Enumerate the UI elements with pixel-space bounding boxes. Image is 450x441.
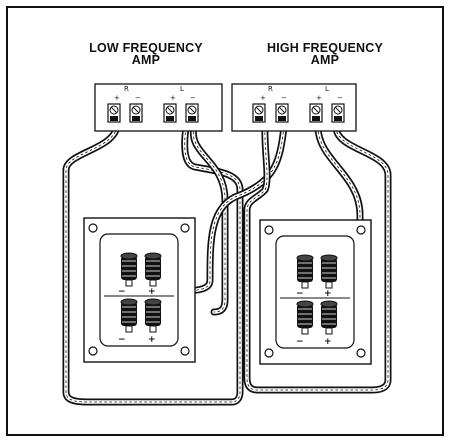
amp-terminal-posts	[107, 103, 345, 123]
low-frequency-amp-title: LOW FREQUENCY AMP	[66, 41, 226, 67]
low-amp-terminal-polarity: +	[114, 94, 120, 102]
screw-icon	[180, 346, 190, 356]
right-lower-minus-label: −	[296, 337, 304, 347]
binding-post-icon	[296, 254, 314, 289]
high-left-cable	[243, 123, 392, 394]
left-lower-plus-label: +	[148, 335, 156, 345]
amp-terminal-screw-icon	[129, 103, 143, 123]
screw-icon	[88, 223, 98, 233]
screw-icon	[180, 223, 190, 233]
low-amp-channel-l-label: L	[180, 85, 184, 93]
low-amp-title-line1: LOW FREQUENCY	[89, 41, 203, 55]
amp-terminal-screw-icon	[309, 103, 323, 123]
screw-icon	[264, 225, 274, 235]
high-amp-terminal-polarity: +	[260, 94, 266, 102]
low-amp-terminal-polarity: −	[135, 94, 141, 102]
binding-post-icon	[120, 298, 138, 333]
amp-terminal-screw-icon	[252, 103, 266, 123]
high-amp-title-line1: HIGH FREQUENCY	[266, 41, 383, 55]
right-upper-minus-label: −	[296, 289, 304, 299]
amp-terminal-screw-icon	[331, 103, 345, 123]
high-amp-channel-l-label: L	[325, 85, 329, 93]
screw-icon	[356, 225, 366, 235]
screw-icon	[88, 346, 98, 356]
high-amp-terminal-polarity: −	[281, 94, 287, 102]
screw-icon	[264, 348, 274, 358]
low-amp-channel-r-label: R	[124, 85, 129, 93]
binding-posts	[120, 252, 338, 335]
left-upper-minus-label: −	[118, 287, 126, 297]
binding-post-icon	[144, 252, 162, 287]
amp-terminal-screw-icon	[275, 103, 289, 123]
left-speaker-terminal-plate: − + − +	[83, 217, 196, 363]
right-lower-plus-label: +	[324, 337, 332, 347]
high-right-cable	[146, 123, 288, 296]
amp-terminal-screw-icon	[107, 103, 121, 123]
left-lower-minus-label: −	[118, 335, 126, 345]
binding-post-icon	[120, 252, 138, 287]
amp-terminal-screw-icon	[163, 103, 177, 123]
low-amp-terminal-polarity: −	[190, 94, 196, 102]
binding-post-icon	[320, 300, 338, 335]
binding-post-icon	[144, 298, 162, 333]
high-amp-channel-r-label: R	[268, 85, 273, 93]
low-amp-terminal-polarity: +	[170, 94, 176, 102]
low-amp-title-line2: AMP	[131, 53, 161, 67]
right-upper-plus-label: +	[324, 289, 332, 299]
binding-post-icon	[296, 300, 314, 335]
screw-icon	[356, 348, 366, 358]
low-right-cable	[62, 123, 244, 406]
right-speaker-terminal-plate: − + − +	[259, 219, 372, 365]
high-frequency-amp-title: HIGH FREQUENCY AMP	[240, 41, 410, 67]
amp-terminal-screw-icon	[185, 103, 199, 123]
high-amp-terminal-polarity: −	[337, 94, 343, 102]
high-amp-terminal-polarity: +	[316, 94, 322, 102]
left-upper-plus-label: +	[148, 287, 156, 297]
binding-post-icon	[320, 254, 338, 289]
high-amp-title-line2: AMP	[310, 53, 340, 67]
